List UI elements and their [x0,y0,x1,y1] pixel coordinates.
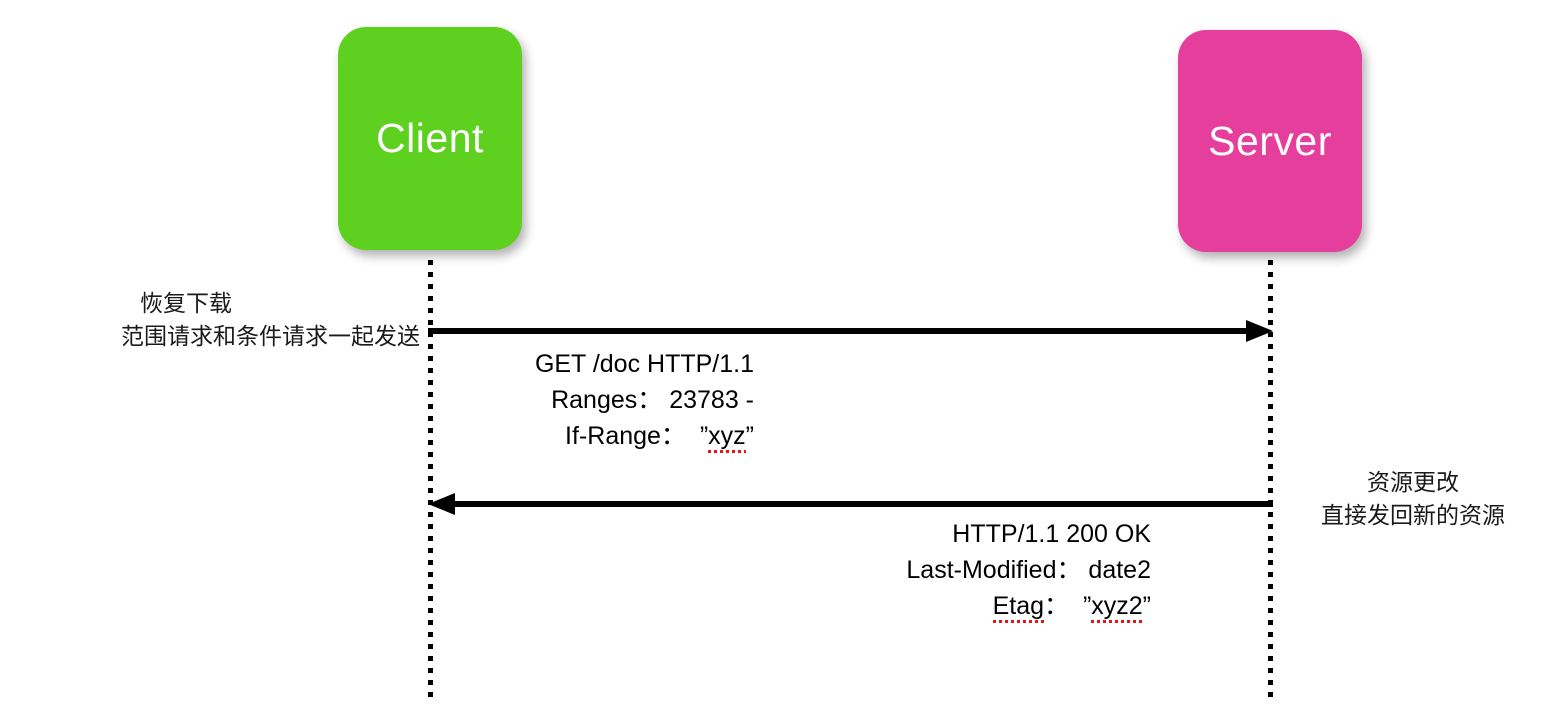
request-arrow-client-to-server [428,319,1273,343]
request-if-range-value: xyz [708,422,746,450]
response-message-text: HTTP/1.1 200 OK Last-Modified： date2 Eta… [816,516,1151,624]
response-line-3: Etag： ”xyz2” [816,588,1151,624]
client-label: Client [376,115,484,161]
request-if-range-key: If-Range： [565,422,686,450]
right-note-line-2: 直接发回新的资源 [1321,502,1505,528]
request-line-1: GET /doc HTTP/1.1 [534,350,754,378]
left-note-line-2: 范围请求和条件请求一起发送 [121,323,420,349]
request-message-text: GET /doc HTTP/1.1 Ranges： 23783 - If-Ran… [410,346,754,454]
right-note: 资源更改 直接发回新的资源 [1288,466,1538,532]
server-label: Server [1208,117,1332,164]
response-etag-separator: ： [1044,592,1070,620]
server-lifeline [1268,260,1273,700]
client-lifeline [428,260,433,700]
response-line-1: HTTP/1.1 200 OK [952,520,1151,548]
response-etag-quote-open: ” [1082,592,1092,620]
request-if-range-quote-close: ” [745,422,754,450]
response-line-2: Last-Modified： date2 [906,556,1151,584]
response-arrow-server-to-client [428,492,1273,516]
left-note-line-1: 恢复下载 [140,290,232,316]
request-if-range-quote-open: ” [699,422,709,450]
response-etag-key: Etag [992,592,1045,620]
response-etag-quote-close: ” [1142,592,1151,620]
server-participant-box: Server [1178,30,1362,252]
request-line-2: Ranges： 23783 - [551,386,754,414]
response-etag-value: xyz2 [1091,592,1143,620]
left-note: 恢复下载 范围请求和条件请求一起发送 [36,287,420,353]
response-arrowhead [428,493,455,515]
client-participant-box: Client [338,27,522,250]
right-note-line-1: 资源更改 [1367,469,1459,495]
request-line-3: If-Range： ”xyz” [410,418,754,454]
request-arrowhead [1246,320,1273,342]
